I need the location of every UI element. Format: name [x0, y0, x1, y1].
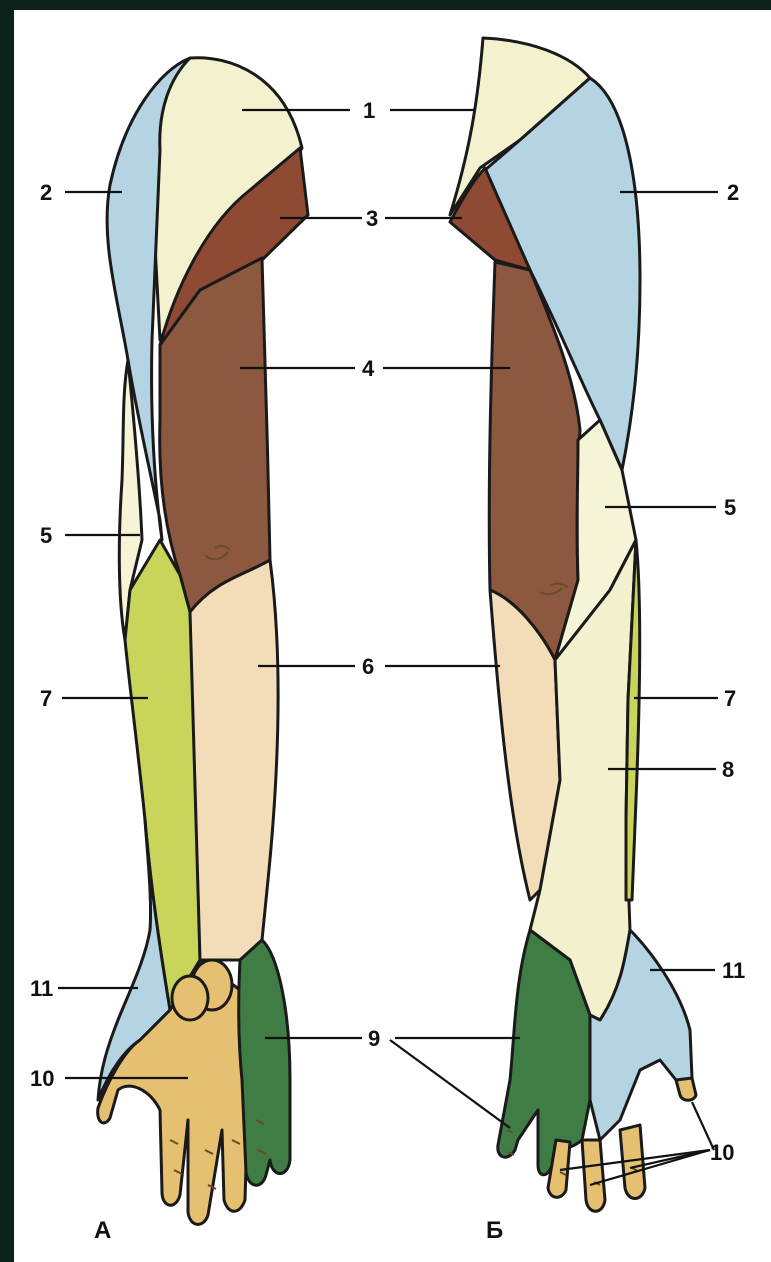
- label-5-right: 5: [724, 495, 736, 520]
- view-label-a: А: [94, 1217, 111, 1244]
- wrist-pad-a: [172, 976, 208, 1020]
- label-2-left: 2: [40, 180, 52, 205]
- label-8: 8: [722, 757, 734, 782]
- label-10-left: 10: [30, 1066, 54, 1091]
- label-1: 1: [363, 98, 375, 123]
- label-2-right: 2: [727, 180, 739, 205]
- label-11-left: 11: [30, 976, 53, 1001]
- label-11-right: 11: [722, 958, 745, 983]
- label-4: 4: [362, 356, 375, 381]
- arm-view-a: [98, 58, 308, 1225]
- label-10-right: 10: [710, 1140, 734, 1165]
- label-9: 9: [368, 1026, 380, 1051]
- label-3: 3: [366, 206, 378, 231]
- view-label-b: Б: [486, 1217, 503, 1244]
- label-7-left: 7: [40, 686, 52, 711]
- zone-10-region-b: [582, 1140, 605, 1211]
- label-5-left: 5: [40, 523, 52, 548]
- zone-6-region-a: [190, 560, 278, 960]
- label-7-right: 7: [724, 686, 736, 711]
- label-6: 6: [362, 654, 374, 679]
